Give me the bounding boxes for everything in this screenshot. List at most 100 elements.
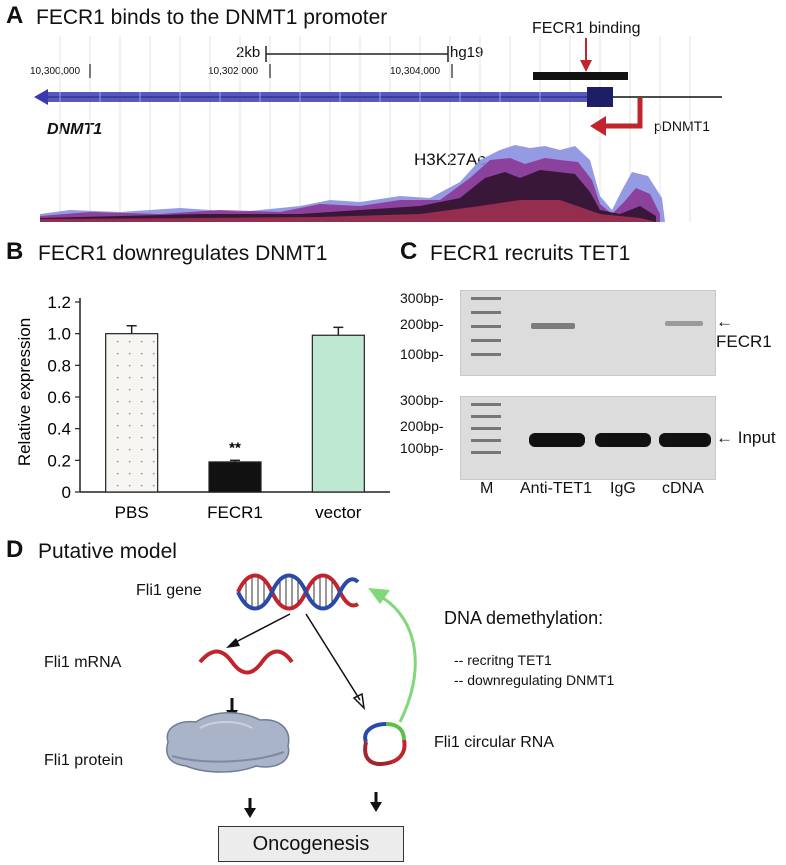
band-anti-tet1-input (529, 433, 585, 447)
band-igg-input (595, 433, 651, 447)
bar-texture-dot (140, 460, 143, 463)
significance-marker: ** (229, 439, 241, 456)
bar-texture-dot (140, 340, 143, 343)
panel-c-letter: C (400, 238, 418, 265)
demethylation-item-tet1: -- recritng TET1 (454, 652, 552, 668)
demethylation-title: DNA demethylation: (444, 608, 604, 628)
band-cdna-input (659, 433, 711, 447)
assembly-label: hg19 (450, 44, 484, 61)
coord-3: 10,304,000 (390, 66, 441, 77)
x-tick-label: PBS (115, 503, 149, 522)
lane-anti-tet1: Anti-TET1 (520, 480, 593, 497)
bar-texture-dot (128, 388, 131, 391)
bar-texture-dot (152, 448, 155, 451)
marker-top-300: 300bp- (400, 290, 444, 306)
bar-texture-dot (128, 340, 131, 343)
band-pointer-icon: ← (716, 428, 733, 447)
y-axis-label: Relative expression (15, 318, 34, 466)
gene-label-d: Fli1 gene (136, 582, 202, 599)
bar-texture-dot (152, 484, 155, 487)
bar-texture-dot (152, 472, 155, 475)
mrna-wave-icon (198, 649, 294, 675)
bar-texture-dot (140, 352, 143, 355)
bar-texture-dot (128, 448, 131, 451)
oncogenesis-box: Oncogenesis (218, 826, 404, 862)
gel-top (460, 290, 716, 376)
bar-texture-dot (116, 340, 119, 343)
band-cdna-top (665, 321, 703, 326)
bar-texture-dot (116, 460, 119, 463)
panel-d-title: Putative model (38, 540, 177, 563)
panel-c-title: FECR1 recruits TET1 (430, 242, 631, 265)
feedback-arrow-icon (368, 588, 417, 723)
bar-texture-dot (140, 412, 143, 415)
marker-bottom-100: 100bp- (400, 440, 444, 456)
bar-texture-dot (152, 352, 155, 355)
panel-d-letter: D (6, 536, 24, 563)
gel-top-bands (471, 297, 703, 356)
marker-bottom-200: 200bp- (400, 418, 444, 434)
panel-a-letter: A (6, 2, 24, 29)
lane-cdna: cDNA (662, 480, 704, 497)
bar-texture-dot (152, 364, 155, 367)
protein-icon (166, 712, 290, 773)
bar-texture-dot (140, 388, 143, 391)
bar-texture-dot (116, 424, 119, 427)
binding-label: FECR1 binding (532, 20, 641, 37)
dna-helix-icon (236, 573, 360, 611)
bar-texture-dot (128, 352, 131, 355)
protein-label: Fli1 protein (44, 752, 124, 769)
lane-m: M (480, 480, 494, 497)
bar-texture-dot (128, 460, 131, 463)
protein-to-oncogenesis-arrow-icon (244, 798, 256, 818)
bar-texture-dot (128, 412, 131, 415)
bar-pbs (105, 333, 159, 493)
bar-fecr1 (208, 461, 262, 493)
bar-texture-dot (152, 460, 155, 463)
promoter-label: pDNMT1 (654, 118, 711, 134)
bar-texture-dot (152, 376, 155, 379)
y-tick-label: 0.8 (47, 356, 71, 375)
bar-texture-dot (116, 376, 119, 379)
y-tick-label: 0.2 (47, 451, 71, 470)
bar-texture-dot (152, 388, 155, 391)
y-tick-label: 1.2 (47, 293, 71, 312)
band-pointer-icon: ← (716, 312, 733, 331)
bar-texture-dot (116, 472, 119, 475)
bar-texture-dot (152, 400, 155, 403)
binding-region-bar (533, 72, 628, 80)
coord-1: 10,300,000 (30, 66, 81, 77)
coord-2: 10,302,000 (208, 66, 259, 77)
marker-bottom-300: 300bp- (400, 392, 444, 408)
y-tick-label: 0.6 (47, 388, 71, 407)
x-tick-label: vector (315, 503, 362, 522)
bar-texture-dot (152, 436, 155, 439)
model-diagram (166, 573, 417, 818)
bar-texture-dot (116, 352, 119, 355)
fecr1-band-label: ← FECR1 (716, 312, 772, 351)
gel-bottom (460, 396, 716, 480)
gel-bottom-bands (471, 403, 711, 454)
bar-texture-dot (152, 412, 155, 415)
gene-label: DNMT1 (47, 121, 103, 138)
bar-texture-dot (116, 484, 119, 487)
gene-body (46, 92, 590, 102)
bar-texture-dot (128, 424, 131, 427)
circrna-label: Fli1 circular RNA (434, 734, 555, 751)
bar-texture-dot (128, 400, 131, 403)
bar-texture-dot (140, 424, 143, 427)
y-tick-label: 1.0 (47, 325, 71, 344)
bar-texture-dot (128, 484, 131, 487)
genome-browser-track (34, 36, 722, 222)
y-tick-label: 0.4 (47, 420, 71, 439)
circrna-to-oncogenesis-arrow-icon (370, 792, 382, 812)
marker-ladder-top (471, 297, 501, 356)
bar-texture-dot (140, 484, 143, 487)
lane-igg: IgG (610, 480, 636, 497)
marker-top-200: 200bp- (400, 316, 444, 332)
bar-texture-dot (152, 424, 155, 427)
scale-label: 2kb (236, 44, 261, 61)
panel-b-letter: B (6, 238, 24, 265)
gene-to-circrna-arrow-icon (305, 613, 366, 711)
gene-to-mrna-arrow-icon (226, 613, 291, 648)
